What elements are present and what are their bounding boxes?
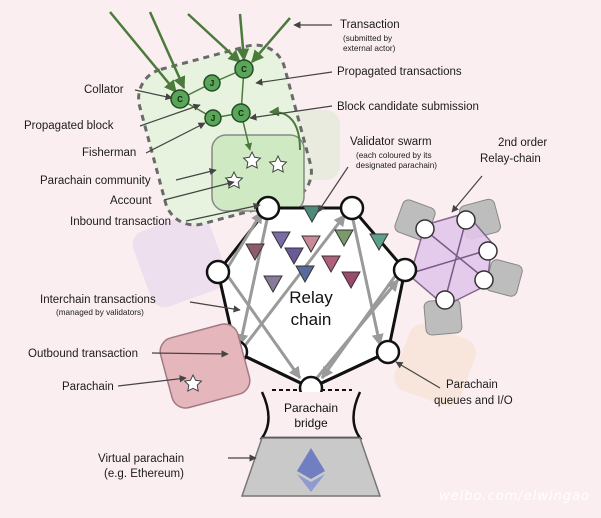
label-interchain-transactions: Interchain transactions (40, 294, 156, 306)
validator-icon (301, 235, 321, 254)
svg-text:C: C (177, 95, 183, 104)
svg-text:C: C (238, 109, 244, 118)
parachain-community (137, 43, 313, 227)
label-transaction: Transaction (340, 19, 400, 31)
label-propagated-transactions: Propagated transactions (337, 66, 462, 78)
label-parachain-community: Parachain community (40, 175, 151, 187)
label-relay-chain: chain (291, 310, 332, 329)
svg-text:J: J (210, 79, 214, 88)
second-order-relay-chain (394, 198, 523, 336)
label-virtual-parachain: Virtual parachain (98, 453, 184, 465)
validator-icon (284, 247, 304, 266)
validator-icon (369, 233, 389, 252)
parachain-block (159, 323, 251, 409)
label-parachain-queues: queues and I/O (434, 395, 513, 407)
label-transaction-note: external actor) (343, 44, 396, 53)
validator-icon (321, 255, 341, 274)
collator-network: C C C J J (170, 59, 254, 151)
watermark: weibo.com/elwingao (439, 489, 590, 504)
labels: Transaction (submitted by external actor… (24, 19, 590, 504)
label-second-order: Relay-chain (480, 153, 541, 165)
validator-icon (245, 243, 265, 262)
label-validator-swarm-note: designated parachain) (356, 161, 437, 170)
label-fisherman: Fisherman (82, 147, 136, 159)
callout-lines (117, 21, 483, 462)
incoming-transaction-arrows (109, 11, 291, 93)
label-outbound-transaction: Outbound transaction (28, 348, 138, 360)
svg-text:C: C (241, 65, 247, 74)
validator-icon (271, 231, 291, 250)
label-parachain-bridge: bridge (294, 416, 328, 430)
label-interchain-note: (managed by validators) (56, 308, 144, 317)
label-transaction-note: (submitted by (343, 34, 393, 43)
label-virtual-parachain: (e.g. Ethereum) (104, 468, 184, 480)
validator-swarm (245, 205, 389, 294)
relay-chain (216, 206, 407, 391)
label-account: Account (110, 195, 152, 207)
fisherman-node: J (204, 109, 222, 127)
label-second-order: 2nd order (498, 137, 547, 149)
svg-text:J: J (211, 114, 215, 123)
label-parachain: Parachain (62, 381, 114, 393)
label-parachain-queues: Parachain (446, 379, 498, 391)
label-validator-swarm: Validator swarm (350, 136, 432, 148)
label-block-candidate-submission: Block candidate submission (337, 101, 479, 113)
collator-node: C (170, 89, 190, 109)
label-relay-chain: Relay (289, 288, 333, 307)
star-icon (268, 154, 288, 173)
validator-icon (295, 265, 315, 284)
fisherman-node: J (203, 74, 221, 92)
collator-node: C (231, 103, 251, 123)
ethereum-icon (297, 448, 325, 492)
validator-icon (302, 205, 322, 224)
virtual-parachain (240, 437, 382, 497)
label-validator-swarm-note: (each coloured by its (356, 151, 432, 160)
validator-icon (263, 275, 283, 294)
label-parachain-bridge: Parachain (284, 401, 338, 415)
parachain-bridge (259, 391, 363, 440)
star-icon (242, 150, 262, 169)
collator-node: C (234, 59, 254, 79)
validator-icon (334, 229, 354, 248)
label-collator: Collator (84, 84, 124, 96)
interchain-arrows (223, 210, 400, 386)
label-inbound-transaction: Inbound transaction (70, 216, 171, 228)
validator-icon (341, 271, 361, 290)
label-propagated-block: Propagated block (24, 120, 114, 132)
